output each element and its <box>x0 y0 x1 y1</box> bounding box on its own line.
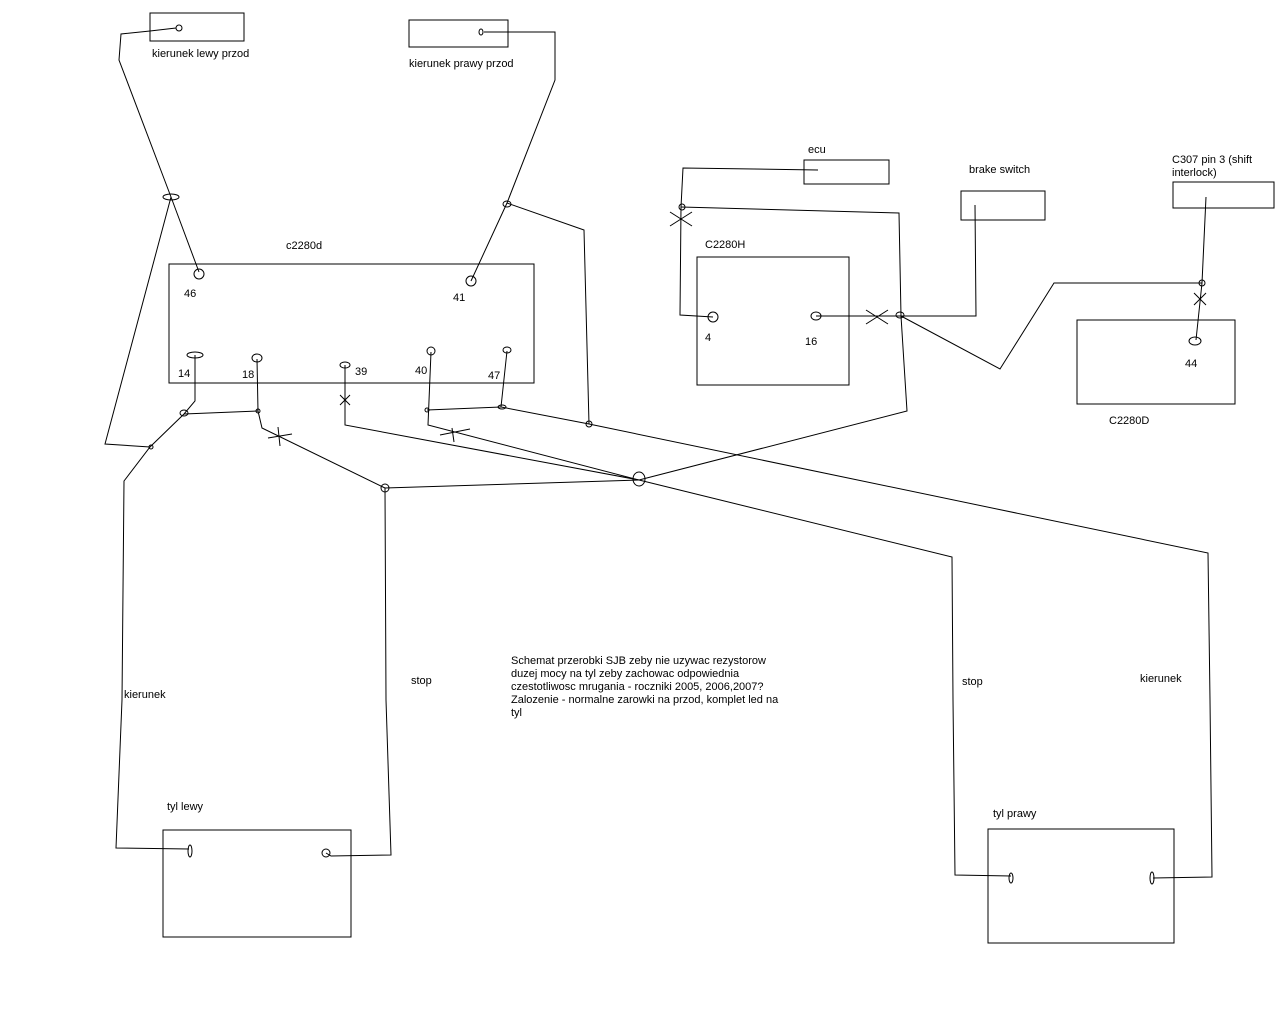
brake-switch-label: brake switch <box>969 164 1031 176</box>
c2280d-right-label: C2280D <box>1109 415 1150 427</box>
ecu-box <box>803 159 890 185</box>
pin-39-label: 39 <box>355 366 368 378</box>
junction-14 <box>179 409 189 417</box>
wire-ecu-branch <box>680 206 902 317</box>
c2280h-label: C2280H <box>705 239 746 251</box>
c2280h-box <box>696 256 850 386</box>
rear-right-lamp-box <box>987 828 1175 944</box>
cut-mark-pin18 <box>267 426 293 447</box>
pin-16-label: 16 <box>805 336 818 348</box>
pin-44-label: 44 <box>1185 358 1198 370</box>
wire-pin40 <box>427 351 640 481</box>
wire-pin40-branch <box>426 406 502 411</box>
wire-pin16 <box>816 204 977 317</box>
wire-14-18-link <box>183 410 259 415</box>
description-note: Schemat przerobki SJB zeby nie uzywac re… <box>511 655 779 719</box>
pin-4-terminal <box>707 311 719 323</box>
wire-brake-to-junction <box>638 315 908 481</box>
wire-front-left-to-rear <box>104 196 172 448</box>
pin-46-label: 46 <box>184 288 197 300</box>
wire-label-right-turn: kierunek <box>1140 673 1182 685</box>
brake-switch-box <box>960 190 1046 221</box>
junction-central <box>632 471 646 487</box>
wire-pin14 <box>115 355 196 850</box>
pin-41-terminal <box>465 275 477 287</box>
front-right-terminal <box>478 28 484 36</box>
wire-label-right-stop: stop <box>962 676 983 688</box>
ecu-label: ecu <box>808 144 826 156</box>
pin-18-terminal <box>251 353 263 363</box>
wire-front-right <box>470 31 556 282</box>
junction-right-feed <box>585 420 593 428</box>
wire-pin39 <box>344 365 640 481</box>
rear-left-turn-terminal <box>187 844 193 858</box>
wire-pin18 <box>256 358 386 489</box>
junction-turn-left <box>148 444 154 450</box>
wire-to-interlock <box>900 282 1202 370</box>
pin-47-terminal <box>502 346 512 354</box>
pin-40-label: 40 <box>415 365 428 377</box>
pin-41-label: 41 <box>453 292 466 304</box>
wire-front-left <box>118 27 200 273</box>
c307-box <box>1172 181 1275 209</box>
rear-left-lamp-box <box>162 829 352 938</box>
wire-stop-bus <box>384 479 640 489</box>
pin-14-terminal <box>186 351 204 359</box>
wire-rear-left-stop <box>325 487 392 857</box>
pin-4-label: 4 <box>705 332 712 344</box>
pin-40-terminal <box>426 346 436 356</box>
cut-mark-pin39 <box>339 394 351 406</box>
wire-label-left-turn: kierunek <box>124 689 166 701</box>
junction-front-left <box>162 193 180 201</box>
wire-label-left-stop: stop <box>411 675 432 687</box>
front-left-terminal <box>175 24 183 32</box>
c2280d-right-box <box>1076 319 1236 405</box>
junction-interlock <box>1198 279 1206 287</box>
front-right-lamp-box <box>408 19 509 48</box>
rear-right-stop-terminal <box>1008 872 1014 884</box>
rear-right-turn-terminal <box>1149 871 1155 885</box>
rear-right-label: tyl prawy <box>993 808 1037 820</box>
junction-40 <box>424 407 430 413</box>
pin-18-label: 18 <box>242 369 255 381</box>
wire-pin47 <box>500 350 1213 879</box>
wire-front-right-branch <box>506 202 590 425</box>
front-left-label: kierunek lewy przod <box>152 48 250 60</box>
junction-ecu <box>678 203 686 211</box>
pin-47-label: 47 <box>488 370 501 382</box>
junction-stop-left <box>380 483 390 493</box>
front-left-lamp-box <box>149 12 245 42</box>
front-right-label: kierunek prawy przod <box>409 58 514 70</box>
pin-44-terminal <box>1188 336 1202 346</box>
junction-47 <box>497 404 507 410</box>
rear-left-label: tyl lewy <box>167 801 204 813</box>
pin-14-label: 14 <box>178 368 191 380</box>
rear-left-stop-terminal <box>321 848 331 858</box>
junction-brake <box>895 311 905 319</box>
pin-39-terminal <box>339 361 351 369</box>
c307-label: C307 pin 3 (shift interlock) <box>1172 154 1253 179</box>
cut-mark-ecu <box>669 211 693 227</box>
sjb-c2280d-label: c2280d <box>286 240 323 252</box>
pin-16-terminal <box>810 311 822 321</box>
cut-mark-pin40 <box>439 427 471 443</box>
wire-right-stop <box>638 479 1012 877</box>
cut-mark-pin16 <box>865 309 889 325</box>
pin-46-terminal <box>193 268 205 280</box>
cut-mark-pin44 <box>1193 292 1207 306</box>
wire-c307 <box>1195 196 1207 341</box>
junction-front-right <box>502 200 512 208</box>
junction-18 <box>255 408 261 414</box>
sjb-c2280d-box <box>168 263 535 384</box>
